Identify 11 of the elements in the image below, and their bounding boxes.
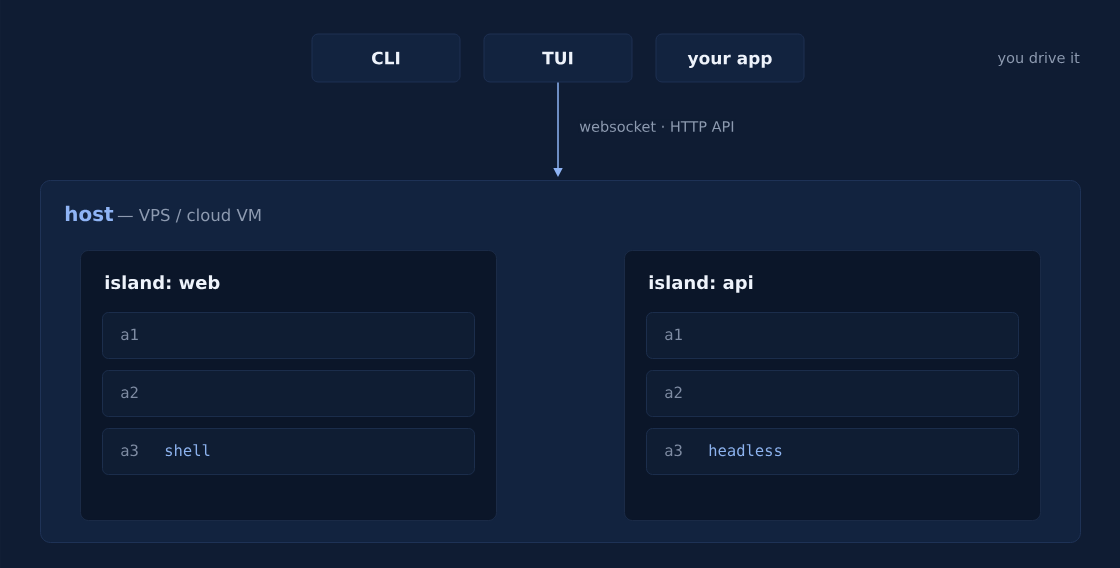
agent-row: a3 headless bbox=[646, 428, 1019, 475]
agent-row: a1 bbox=[102, 312, 475, 359]
arrow bbox=[553, 81, 563, 177]
agent-row: a2 bbox=[646, 370, 1019, 417]
note-text: you drive it bbox=[997, 52, 1080, 66]
client-box: CLI bbox=[311, 33, 461, 83]
client-box: your app bbox=[655, 33, 805, 83]
agent-row: a2 bbox=[102, 370, 475, 417]
agent-row: a3 shell bbox=[102, 428, 475, 475]
client-box: TUI bbox=[483, 33, 633, 83]
agent-row: a1 bbox=[646, 312, 1019, 359]
